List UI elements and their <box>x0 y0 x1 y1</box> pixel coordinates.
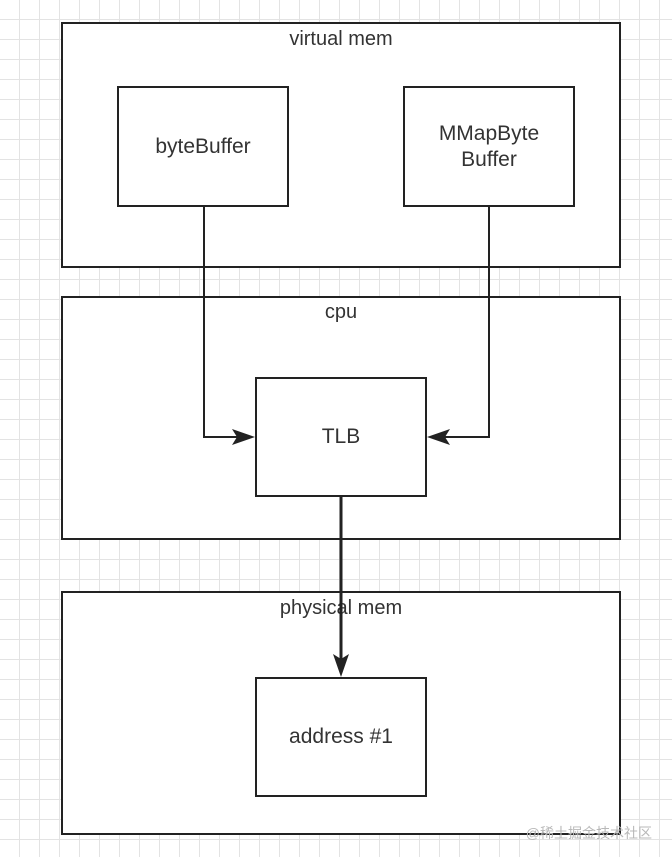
tlb-node: TLB <box>255 377 427 497</box>
cpu-label: cpu <box>324 301 358 323</box>
bytebuffer-node: byteBuffer <box>117 86 289 207</box>
physical-mem-label: physical mem <box>279 597 403 619</box>
virtual-mem-label: virtual mem <box>289 28 393 50</box>
address-1-node: address #1 <box>255 677 427 797</box>
bytebuffer-label: byteBuffer <box>155 134 251 158</box>
tlb-label: TLB <box>321 425 361 449</box>
mmapbytebuffer-node: MMapByte Buffer <box>403 86 575 207</box>
mmapbytebuffer-label: MMapByte Buffer <box>438 122 540 171</box>
address-1-label: address #1 <box>289 725 393 749</box>
watermark: @稀土掘金技术社区 <box>525 825 652 841</box>
